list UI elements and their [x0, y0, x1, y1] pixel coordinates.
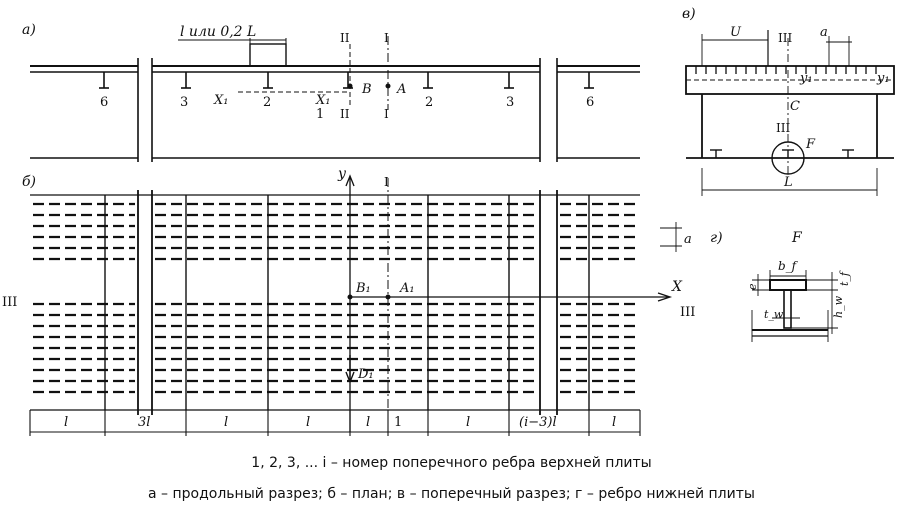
dim-label: 3l: [138, 415, 150, 430]
y-axis-label: y: [337, 166, 347, 182]
point-x1-left-label: X₁: [213, 93, 228, 108]
caption-line-2: а – продольный разрез; б – план; в – поп…: [148, 486, 755, 502]
point-b1-label: B₁: [355, 281, 371, 296]
panel-b-plan: [29, 174, 682, 436]
panel-v-section-mark-lower: III: [776, 121, 790, 135]
panel-a-section-mark-top: II: [340, 31, 350, 45]
dimension-chain: l 3l l l l 1 l (i−3)l l: [64, 415, 616, 430]
panel-a-axis-mark-bottom: I: [384, 107, 389, 121]
dim-label: l: [64, 415, 68, 430]
panel-v-tag: в): [682, 6, 696, 22]
point-a-label: A: [396, 82, 406, 97]
dim-u-label: U: [730, 25, 742, 40]
dim-tf-label: t_f: [838, 270, 851, 286]
panel-v-section-mark: III: [778, 31, 792, 45]
panel-a-longitudinal-section: [30, 36, 640, 162]
panel-a-section-mark-bottom: II: [340, 107, 350, 121]
section-iii-right: III: [680, 305, 695, 320]
y1-label-left: y₁: [799, 71, 813, 86]
dim-label: l: [306, 415, 310, 430]
dim-label: l: [612, 415, 616, 430]
y1-label-right: y₁: [876, 71, 890, 86]
rib-number: 2: [425, 95, 433, 110]
dim-l-label: L: [783, 175, 793, 190]
rib-number: 2: [263, 95, 271, 110]
dim-tw-label: t_w: [764, 308, 784, 321]
point-d1-label: D₁: [357, 367, 374, 382]
panel-b-tag: б): [22, 174, 36, 190]
rib-number: 3: [180, 95, 188, 110]
point-a1-label: A₁: [399, 281, 415, 296]
panel-a-axis-mark-top: I: [384, 31, 389, 45]
rib-numbers: 6 3 2 1 2 3 6: [100, 95, 594, 122]
panel-v-transverse-section: [685, 30, 895, 196]
dim-label: l: [466, 415, 470, 430]
panel-a-span-label: l или 0,2 L: [180, 24, 256, 40]
dim-e-label: e: [746, 283, 759, 290]
panel-a-tag: а): [22, 22, 36, 38]
section-iii-left: III: [2, 295, 17, 310]
rib-number: 6: [586, 95, 594, 110]
rib-number: 1: [316, 107, 324, 122]
panel-g-rib-detail: [751, 270, 838, 342]
rib-number: 6: [100, 95, 108, 110]
x-axis-label: X: [671, 279, 683, 295]
point-f-label: F: [805, 137, 816, 152]
dim-label: (i−3)l: [519, 415, 557, 430]
panel-b-axis-mark: I: [384, 175, 389, 189]
dim-label: l: [224, 415, 228, 430]
caption-line-1: 1, 2, 3, ... i – номер поперечного ребра…: [251, 455, 652, 471]
point-b-label: B: [361, 82, 372, 97]
dim-a-label: a: [820, 25, 828, 40]
step-a-label: a: [684, 232, 692, 247]
panel-g-tag: г): [710, 230, 723, 246]
panel-g-title: F: [791, 230, 803, 246]
point-x1-right-label: X₁: [315, 93, 330, 108]
dim-hw-label: h_w: [832, 295, 845, 318]
dim-label: l: [366, 415, 370, 430]
point-c-label: C: [790, 99, 800, 114]
dim-axis-number: 1: [394, 415, 402, 430]
dim-bf-label: b_f: [778, 259, 799, 273]
rib-number: 3: [506, 95, 514, 110]
